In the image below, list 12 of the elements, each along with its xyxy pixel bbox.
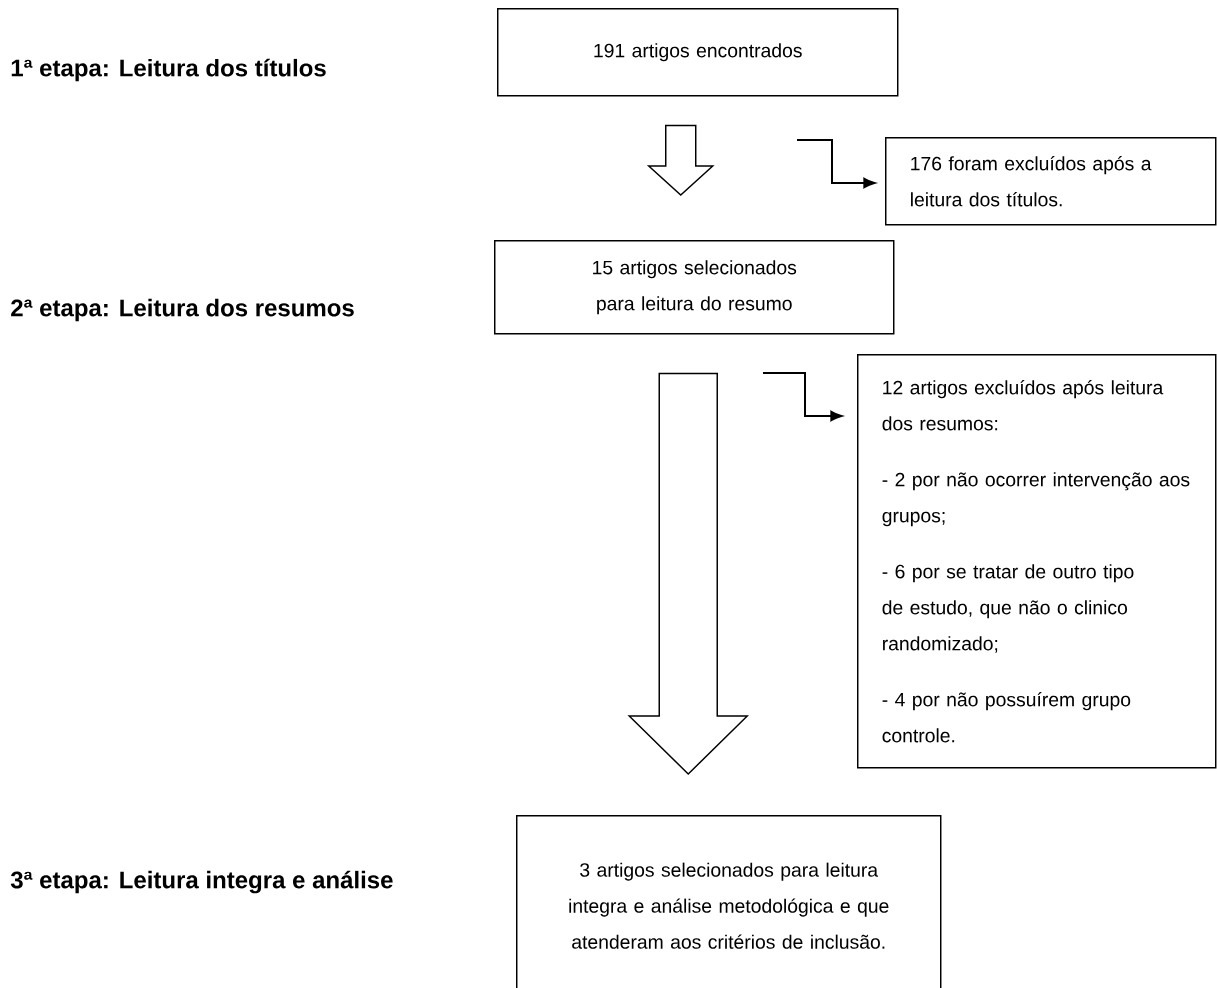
process-box: 12 artigos excluídos após leitura dos resumos: - 2 por não ocorrer intervenção aos grupos; - 6 por se tratar de outro tipo de estudo, que não o clinico randomizado; - 4 por não possuírem grupo controle.: [857, 354, 1217, 769]
elbow-arrow: [762, 372, 843, 422]
stage-label: 2ª etapa: Leitura dos resumos: [11, 298, 354, 322]
process-box: 191 artigos encontrados: [497, 8, 899, 97]
process-box: 176 foram excluídos após a leitura dos títulos.: [885, 137, 1217, 226]
elbow-arrow: [796, 139, 876, 189]
block-arrow: [627, 372, 750, 776]
process-box: 15 artigos selecionados para leitura do resumo: [494, 240, 895, 335]
process-box: 3 artigos selecionados para leitura integra e análise metodológica e que atenderam aos critérios de inclusão.: [516, 815, 942, 988]
stage-label: 1ª etapa: Leitura dos títulos: [11, 58, 326, 82]
stage-label: 3ª etapa: Leitura integra e análise: [10, 870, 393, 894]
block-arrow: [646, 124, 715, 196]
